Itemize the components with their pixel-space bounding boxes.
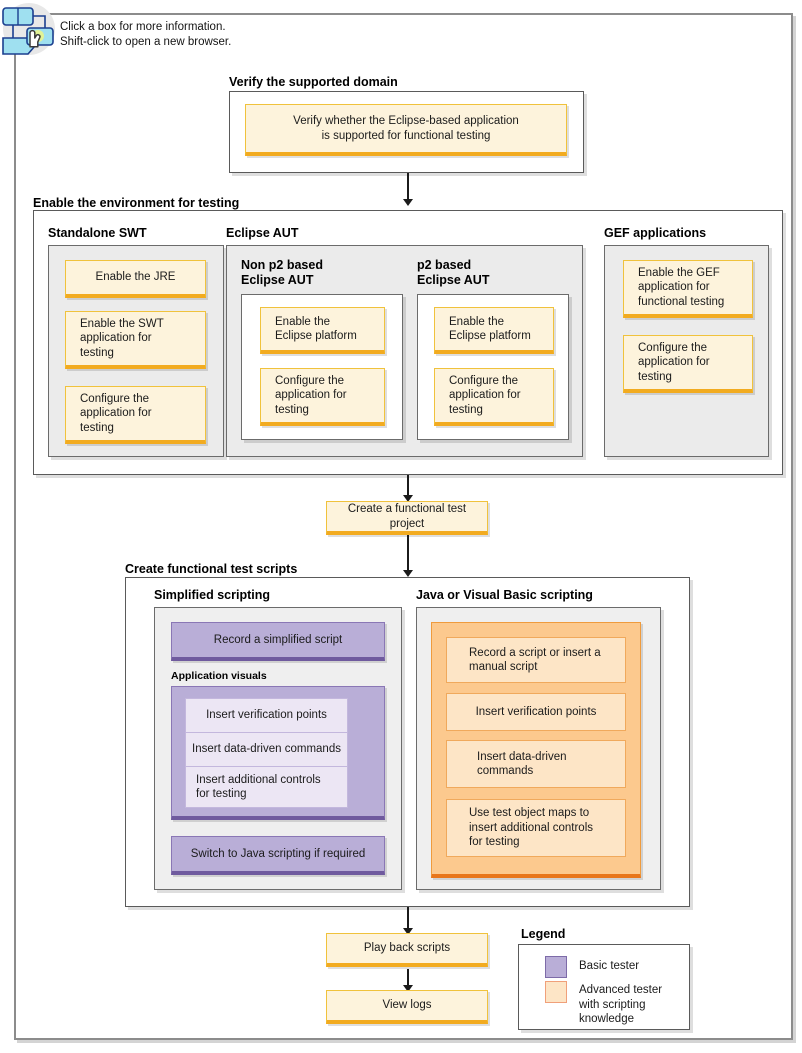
connector-environment-to-project (407, 475, 409, 498)
node-play-back-scripts[interactable]: Play back scripts (326, 933, 488, 967)
node-insert-data-driven-adv[interactable]: Insert data-driven commands (446, 740, 626, 788)
node-insert-verification-points-adv-label: Insert verification points (475, 705, 597, 718)
node-insert-verification-points-adv[interactable]: Insert verification points (446, 693, 626, 731)
verify-section-container: Verify whether the Eclipse-based applica… (229, 91, 584, 173)
node-record-or-insert-manual-script[interactable]: Record a script or insert a manual scrip… (446, 637, 626, 683)
gef-panel: Enable the GEF application for functiona… (604, 245, 769, 457)
node-enable-swt-app-label: Enable the SWT application for testing (80, 317, 164, 359)
node-p2-configure-app-label: Configure the application for testing (449, 374, 521, 416)
node-insert-additional-controls-basic[interactable]: Insert additional controls for testing (185, 766, 348, 808)
node-enable-gef-app-label: Enable the GEF application for functiona… (638, 266, 725, 308)
arrow-environment-to-project (403, 495, 413, 502)
arrow-verify-to-environment (403, 199, 413, 206)
java-vb-scripting-label: Java or Visual Basic scripting (416, 588, 593, 602)
p2-panel: Enable the Eclipse platform Configure th… (417, 294, 569, 440)
simplified-scripting-panel: Record a simplified script Application v… (154, 607, 402, 890)
arrow-project-to-scripts (403, 570, 413, 577)
node-switch-to-java-scripting[interactable]: Switch to Java scripting if required (171, 836, 385, 875)
node-create-functional-test-project[interactable]: Create a functional test project (326, 501, 488, 535)
advanced-tester-swatch (545, 981, 567, 1003)
node-record-simplified-script-label: Record a simplified script (213, 633, 343, 646)
node-insert-data-driven-basic-label: Insert data-driven commands (192, 743, 341, 756)
enable-environment-label: Enable the environment for testing (33, 196, 240, 210)
standalone-swt-label: Standalone SWT (48, 226, 147, 240)
application-visuals-label: Application visuals (171, 670, 267, 682)
node-nonp2-enable-platform-label: Enable the Eclipse platform (275, 315, 357, 343)
basic-tester-swatch (545, 956, 567, 978)
node-view-logs-label: View logs (382, 999, 432, 1012)
basic-tester-label: Basic tester (579, 960, 640, 972)
connector-verify-to-environment (407, 173, 409, 202)
arrow-playback-to-viewlogs (403, 985, 413, 992)
node-p2-configure-app[interactable]: Configure the application for testing (434, 368, 554, 426)
non-p2-label: Non p2 based Eclipse AUT (241, 258, 323, 287)
advanced-tester-label: Advanced tester with scripting knowledge (579, 984, 663, 1025)
node-nonp2-enable-platform[interactable]: Enable the Eclipse platform (260, 307, 385, 354)
node-view-logs[interactable]: View logs (326, 990, 488, 1024)
standalone-swt-panel: Enable the JRE Enable the SWT applicatio… (48, 245, 224, 457)
create-scripts-label: Create functional test scripts (125, 562, 298, 576)
node-insert-verification-points-basic-label: Insert verification points (206, 709, 327, 722)
node-nonp2-configure-app[interactable]: Configure the application for testing (260, 368, 385, 426)
connector-scripts-to-playback (407, 907, 409, 931)
node-record-or-insert-manual-script-label: Record a script or insert a manual scrip… (469, 646, 601, 674)
node-play-back-scripts-label: Play back scripts (363, 942, 451, 955)
node-insert-data-driven-adv-label: Insert data-driven commands (477, 750, 567, 778)
node-nonp2-configure-app-label: Configure the application for testing (275, 374, 347, 416)
connector-playback-to-viewlogs (407, 969, 409, 988)
helper-instructions: Click a box for more information. Shift-… (60, 21, 232, 48)
node-enable-jre[interactable]: Enable the JRE (65, 260, 206, 298)
simplified-scripting-label: Simplified scripting (154, 588, 270, 602)
node-configure-swt-app[interactable]: Configure the application for testing (65, 386, 206, 444)
verify-section-label: Verify the supported domain (229, 75, 398, 89)
gef-label: GEF applications (604, 226, 707, 240)
node-enable-gef-app[interactable]: Enable the GEF application for functiona… (623, 260, 753, 318)
enable-environment-container: Standalone SWT Enable the JRE Enable the… (33, 210, 783, 475)
node-insert-additional-controls-basic-label: Insert additional controls for testing (196, 773, 321, 801)
java-vb-container: Record a script or insert a manual scrip… (431, 622, 641, 878)
java-vb-scripting-panel: Record a script or insert a manual scrip… (416, 607, 661, 890)
node-p2-enable-platform[interactable]: Enable the Eclipse platform (434, 307, 554, 354)
eclipse-aut-label: Eclipse AUT (226, 226, 299, 240)
legend-title: Legend (521, 927, 566, 941)
p2-label: p2 based Eclipse AUT (417, 258, 490, 287)
connector-project-to-scripts (407, 535, 409, 573)
arrow-scripts-to-playback (403, 928, 413, 935)
node-p2-enable-platform-label: Enable the Eclipse platform (449, 315, 531, 343)
verify-supported-node-label: Verify whether the Eclipse-based applica… (293, 115, 519, 142)
node-switch-to-java-scripting-label: Switch to Java scripting if required (190, 847, 366, 860)
node-use-test-object-maps-label: Use test object maps to insert additiona… (469, 807, 594, 849)
node-configure-swt-app-label: Configure the application for testing (80, 392, 152, 434)
node-record-simplified-script[interactable]: Record a simplified script (171, 622, 385, 661)
application-visuals-container: Insert verification points Insert data-d… (171, 686, 385, 820)
node-insert-data-driven-basic[interactable]: Insert data-driven commands (185, 732, 348, 767)
flowchart-click-icon (0, 0, 58, 58)
node-use-test-object-maps[interactable]: Use test object maps to insert additiona… (446, 799, 626, 857)
non-p2-panel: Enable the Eclipse platform Configure th… (241, 294, 403, 440)
eclipse-aut-panel: Non p2 based Eclipse AUT Enable the Ecli… (226, 245, 583, 457)
node-insert-verification-points-basic[interactable]: Insert verification points (185, 698, 348, 733)
node-gef-configure-app-label: Configure the application for testing (638, 341, 710, 383)
verify-supported-node[interactable]: Verify whether the Eclipse-based applica… (245, 104, 567, 156)
node-gef-configure-app[interactable]: Configure the application for testing (623, 335, 753, 393)
node-enable-swt-app[interactable]: Enable the SWT application for testing (65, 311, 206, 369)
create-scripts-container: Simplified scripting Record a simplified… (125, 577, 690, 907)
legend-box: Basic tester Advanced tester with script… (518, 944, 690, 1030)
node-create-functional-test-project-label: Create a functional test project (347, 503, 467, 530)
node-enable-jre-label: Enable the JRE (95, 271, 176, 284)
